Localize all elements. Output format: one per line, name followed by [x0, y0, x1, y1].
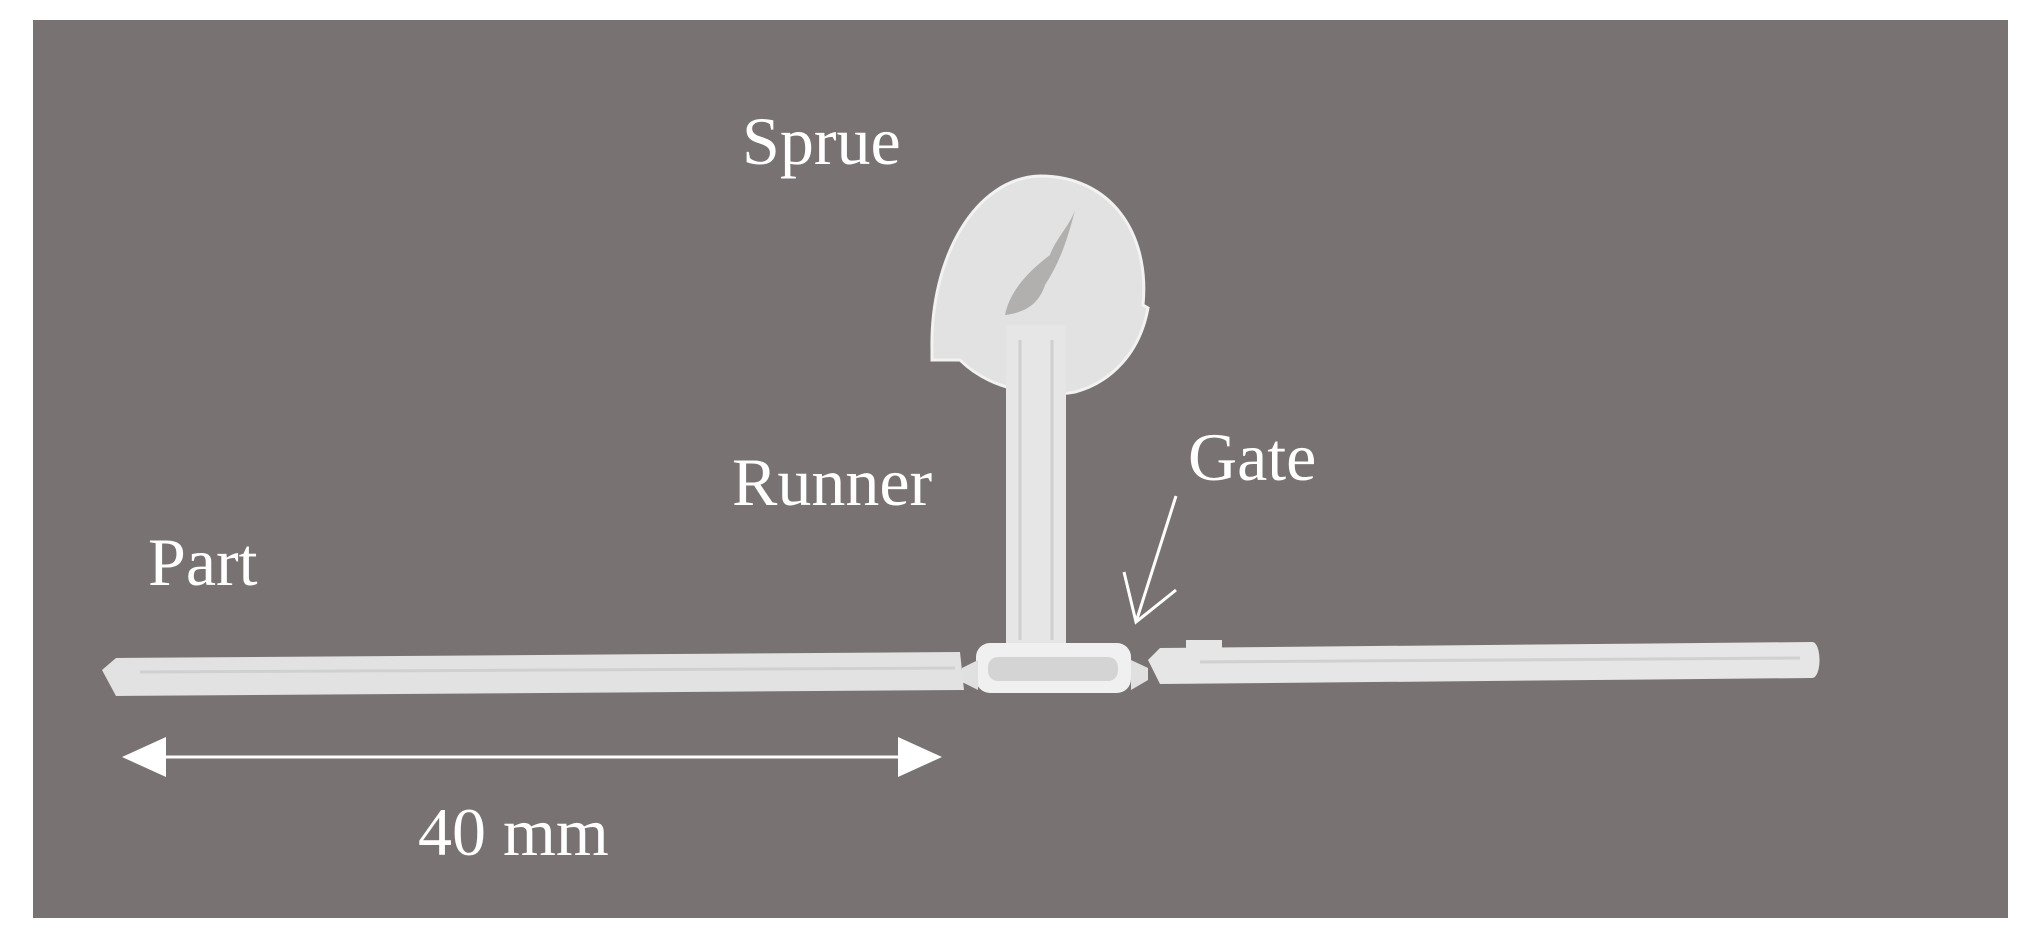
gate-label: Gate: [1188, 419, 1316, 495]
runner-junction: [976, 643, 1131, 693]
sprue-label: Sprue: [742, 103, 901, 179]
gate: [962, 660, 1148, 690]
runner-label: Runner: [732, 444, 933, 520]
scale-arrow-right-icon: [898, 737, 942, 777]
scale-arrow-left-icon: [122, 737, 166, 777]
scale-bar: [122, 737, 942, 777]
scale-label: 40 mm: [418, 794, 609, 870]
part-left: [102, 652, 964, 696]
part-right: [1148, 640, 1820, 684]
part-label: Part: [148, 524, 258, 600]
gate-arrow: [1122, 495, 1178, 625]
runner: [1006, 325, 1066, 647]
